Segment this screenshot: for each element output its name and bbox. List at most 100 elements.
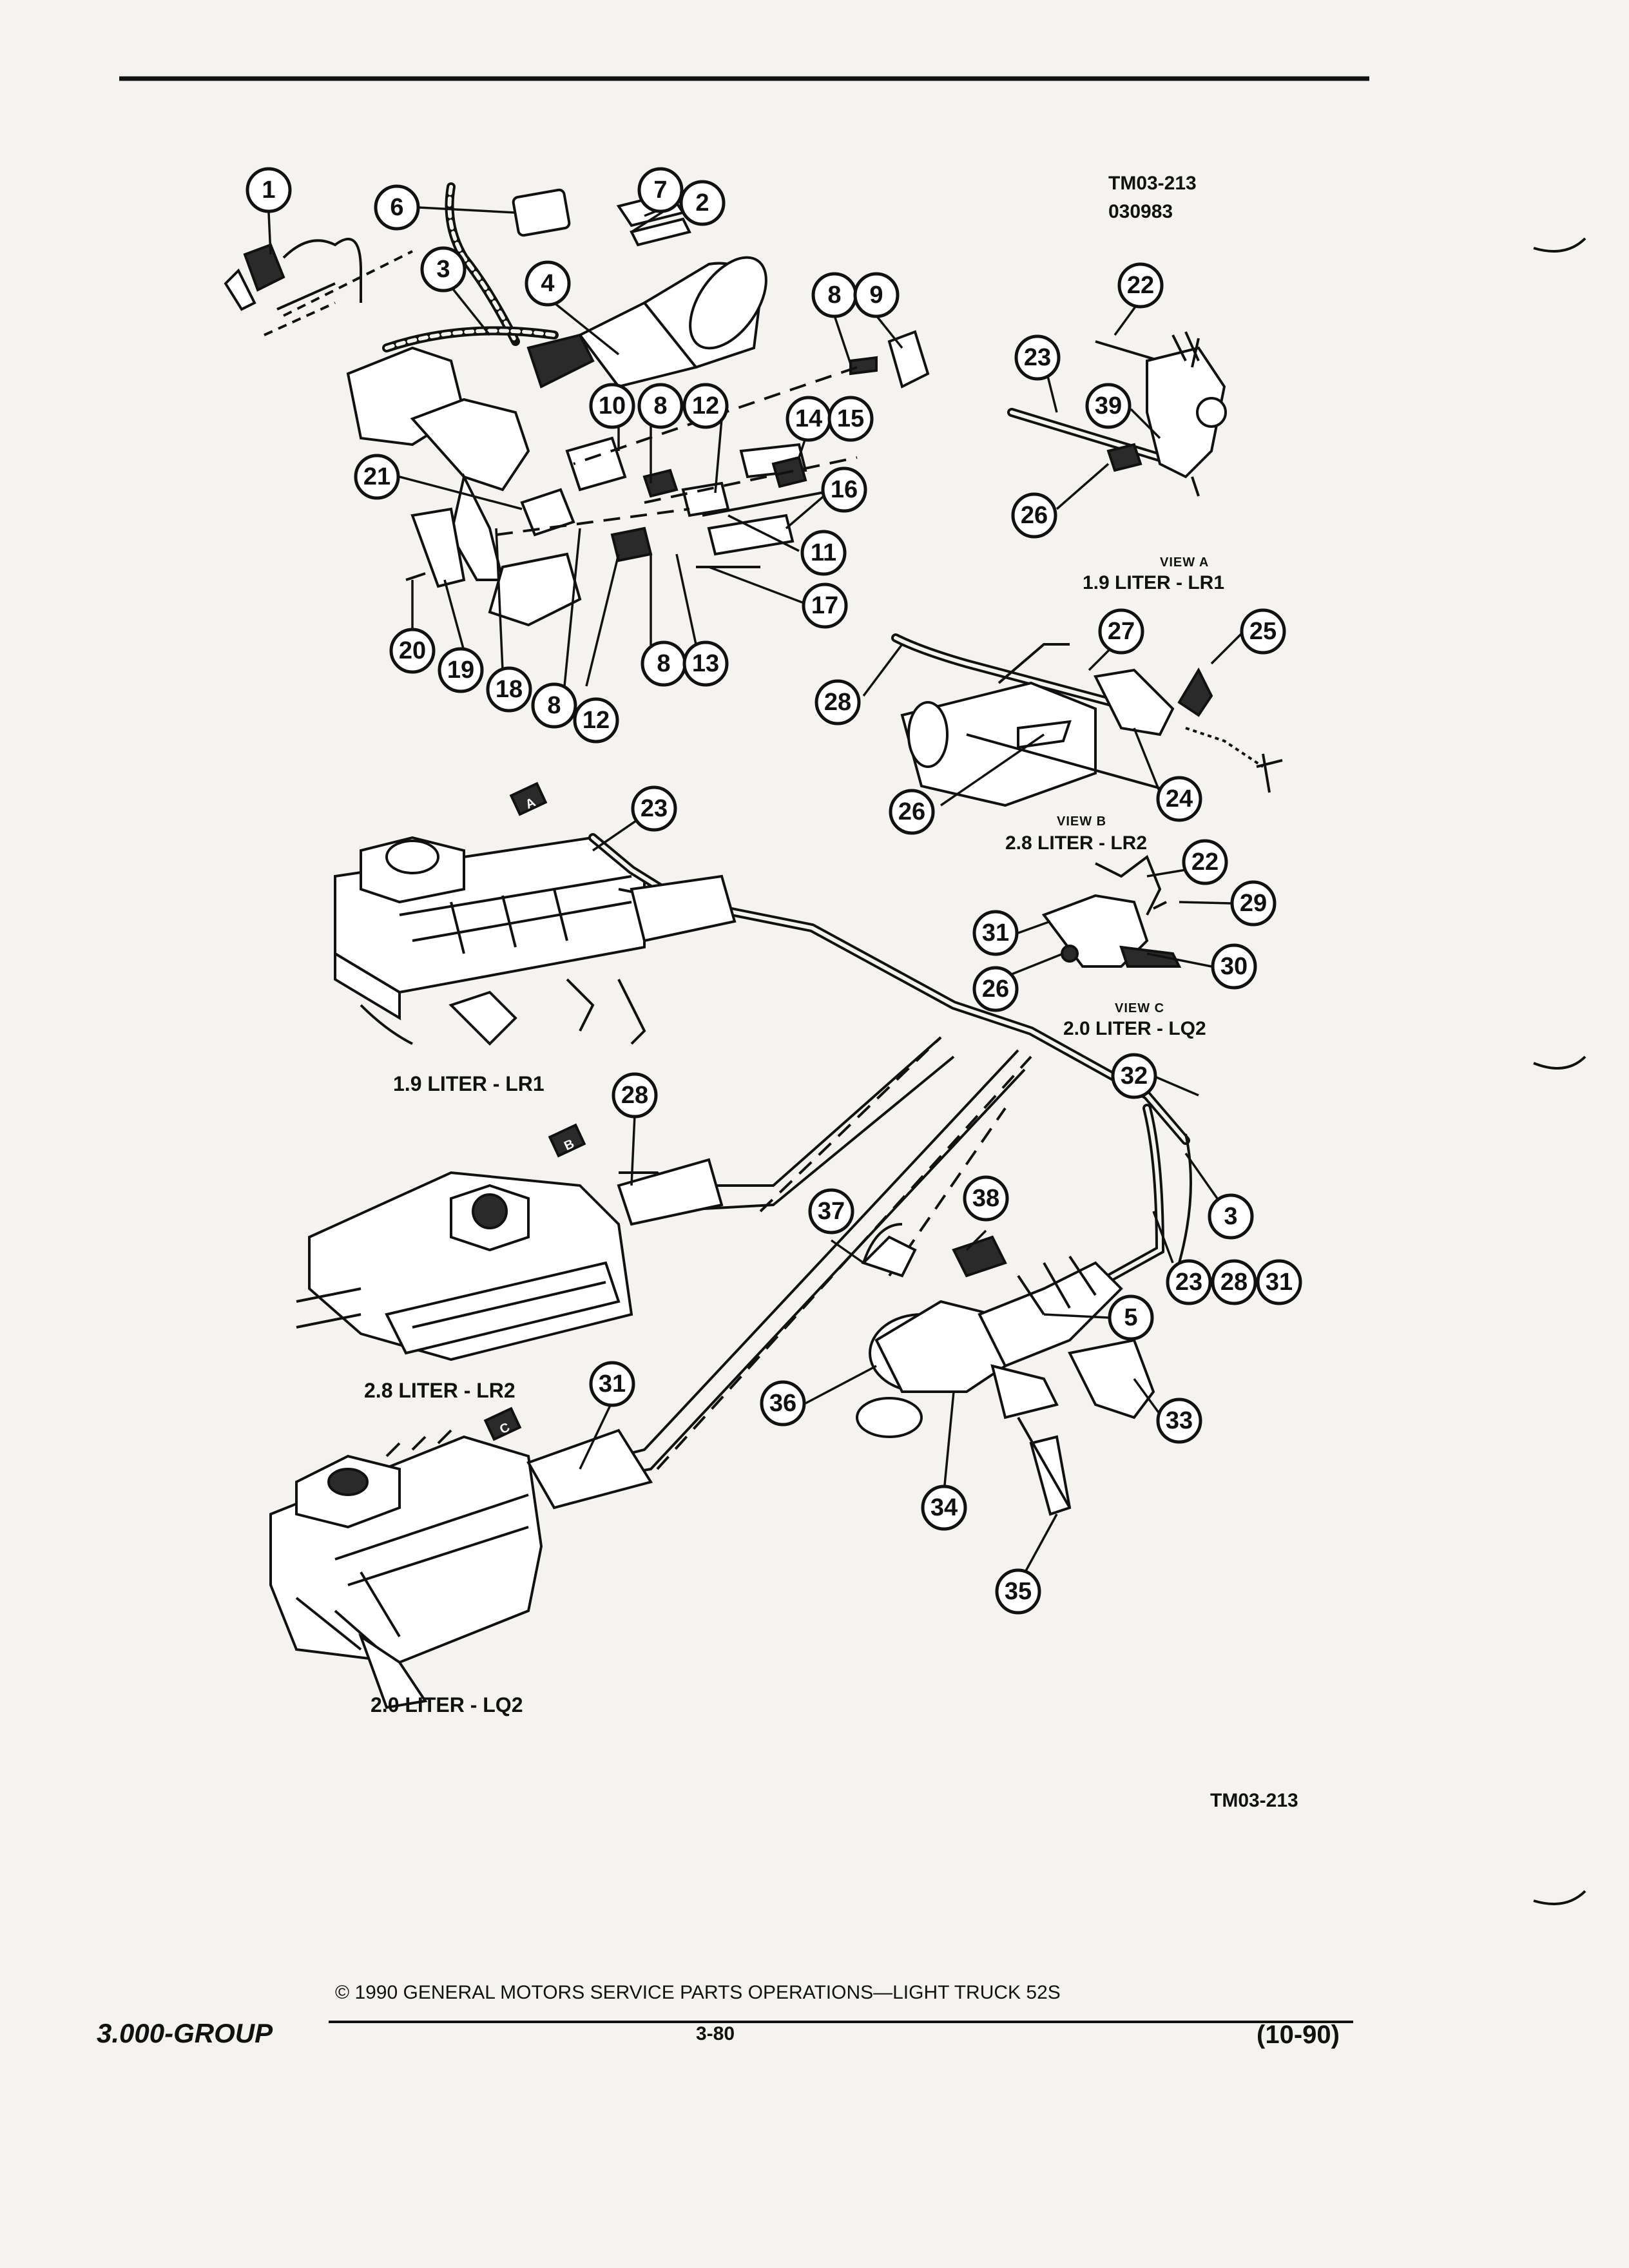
view-a-detail [1007,331,1227,497]
callout-23b: 23 [631,785,677,832]
svg-text:23: 23 [641,795,668,822]
svg-text:33: 33 [1166,1407,1193,1434]
figure-id-top: TM03-213 [1108,173,1197,194]
callout-26b: 26 [889,789,935,835]
callout-26c: 26 [972,966,1019,1012]
callout-37: 37 [808,1188,854,1235]
footer-group: 3.000-GROUP [97,2018,273,2048]
svg-text:8: 8 [827,282,841,309]
callout-33: 33 [1156,1398,1202,1444]
svg-text:12: 12 [692,392,719,419]
svg-text:24: 24 [1166,785,1193,812]
callout-11: 11 [800,530,847,576]
callout-31b: 31 [589,1361,635,1407]
svg-text:26: 26 [1021,502,1048,529]
figure-date: 030983 [1108,201,1173,222]
svg-text:31: 31 [599,1370,626,1398]
svg-text:34: 34 [930,1494,958,1521]
callout-25: 25 [1240,608,1286,655]
view-a-title: VIEW A [1160,555,1210,570]
callout-17: 17 [802,582,848,629]
svg-text:17: 17 [811,592,838,619]
svg-text:23: 23 [1024,344,1051,371]
svg-text:31: 31 [982,919,1009,947]
svg-text:3: 3 [1224,1203,1237,1230]
svg-text:36: 36 [769,1390,796,1417]
svg-text:11: 11 [811,539,836,566]
callout-8a: 8 [811,272,858,318]
view-b-engine: 2.8 LITER - LR2 [1005,832,1148,854]
engine-lr1-illustration [334,782,646,1046]
svg-text:1: 1 [262,177,275,204]
svg-text:5: 5 [1124,1304,1137,1331]
svg-text:27: 27 [1108,618,1135,645]
svg-text:8: 8 [653,392,667,419]
callout-5: 5 [1108,1294,1154,1341]
callout-28c: 28 [1211,1259,1257,1305]
callout-10: 10 [589,383,635,429]
callout-23a: 23 [1014,334,1061,381]
callout-14: 14 [786,396,832,442]
corner-mark [1533,1890,1586,1905]
engine-lr2-illustration [296,1123,684,1361]
engine-lr1-label: 1.9 LITER - LR1 [393,1072,545,1095]
view-b-detail [891,633,1283,807]
footer-copyright: © 1990 GENERAL MOTORS SERVICE PARTS OPER… [335,1982,1061,2003]
callout-4: 4 [525,260,571,307]
svg-text:13: 13 [692,650,719,677]
svg-text:30: 30 [1220,953,1248,980]
callouts: 1 2 3 4 6 7 8 9 10 8 12 14 15 16 21 11 1… [246,167,1302,1615]
callout-28a: 28 [815,679,861,726]
callout-18: 18 [486,666,532,713]
callout-23c: 23 [1166,1259,1212,1305]
callout-31a: 31 [972,910,1019,956]
cruise-servo-assembly [856,1223,1155,1516]
svg-text:14: 14 [795,405,822,432]
svg-text:28: 28 [824,689,851,716]
svg-text:22: 22 [1191,849,1219,876]
callout-36: 36 [760,1380,806,1427]
svg-text:8: 8 [547,692,561,719]
svg-text:18: 18 [496,676,523,703]
view-c-title: VIEW C [1115,1001,1165,1015]
callout-29: 29 [1230,880,1277,927]
svg-text:32: 32 [1121,1062,1148,1090]
callout-3b: 3 [1208,1193,1254,1240]
view-b-title: VIEW B [1057,814,1107,829]
view-a-engine: 1.9 LITER - LR1 [1083,572,1225,593]
callout-8d: 8 [641,640,687,687]
svg-text:15: 15 [837,405,864,432]
callout-19: 19 [438,647,484,693]
footer-rule [329,2021,1353,2023]
svg-text:19: 19 [447,657,474,684]
footer-page-number: 3-80 [696,2023,735,2044]
svg-text:9: 9 [869,282,883,309]
callout-34: 34 [921,1485,967,1531]
callout-22b: 22 [1182,839,1228,885]
callout-8c: 8 [531,682,577,729]
svg-text:12: 12 [583,707,610,734]
callout-21: 21 [354,454,400,500]
svg-text:8: 8 [657,650,670,677]
view-c-engine: 2.0 LITER - LQ2 [1063,1018,1206,1039]
svg-text:39: 39 [1095,392,1122,419]
callout-2: 2 [679,180,726,226]
callout-32: 32 [1111,1053,1157,1099]
svg-text:2: 2 [695,189,709,216]
callout-8b: 8 [637,383,684,429]
svg-text:21: 21 [363,463,390,490]
svg-text:6: 6 [390,194,403,221]
callout-27: 27 [1098,608,1144,655]
callout-12a: 12 [682,383,729,429]
corner-mark [1533,1055,1586,1070]
svg-text:28: 28 [621,1082,648,1109]
callout-39: 39 [1085,383,1132,429]
callout-12b: 12 [573,697,619,744]
svg-text:37: 37 [818,1198,845,1225]
view-c-detail [1041,854,1182,968]
svg-text:16: 16 [831,476,858,503]
svg-text:31: 31 [1266,1269,1293,1296]
callout-20: 20 [389,628,436,674]
